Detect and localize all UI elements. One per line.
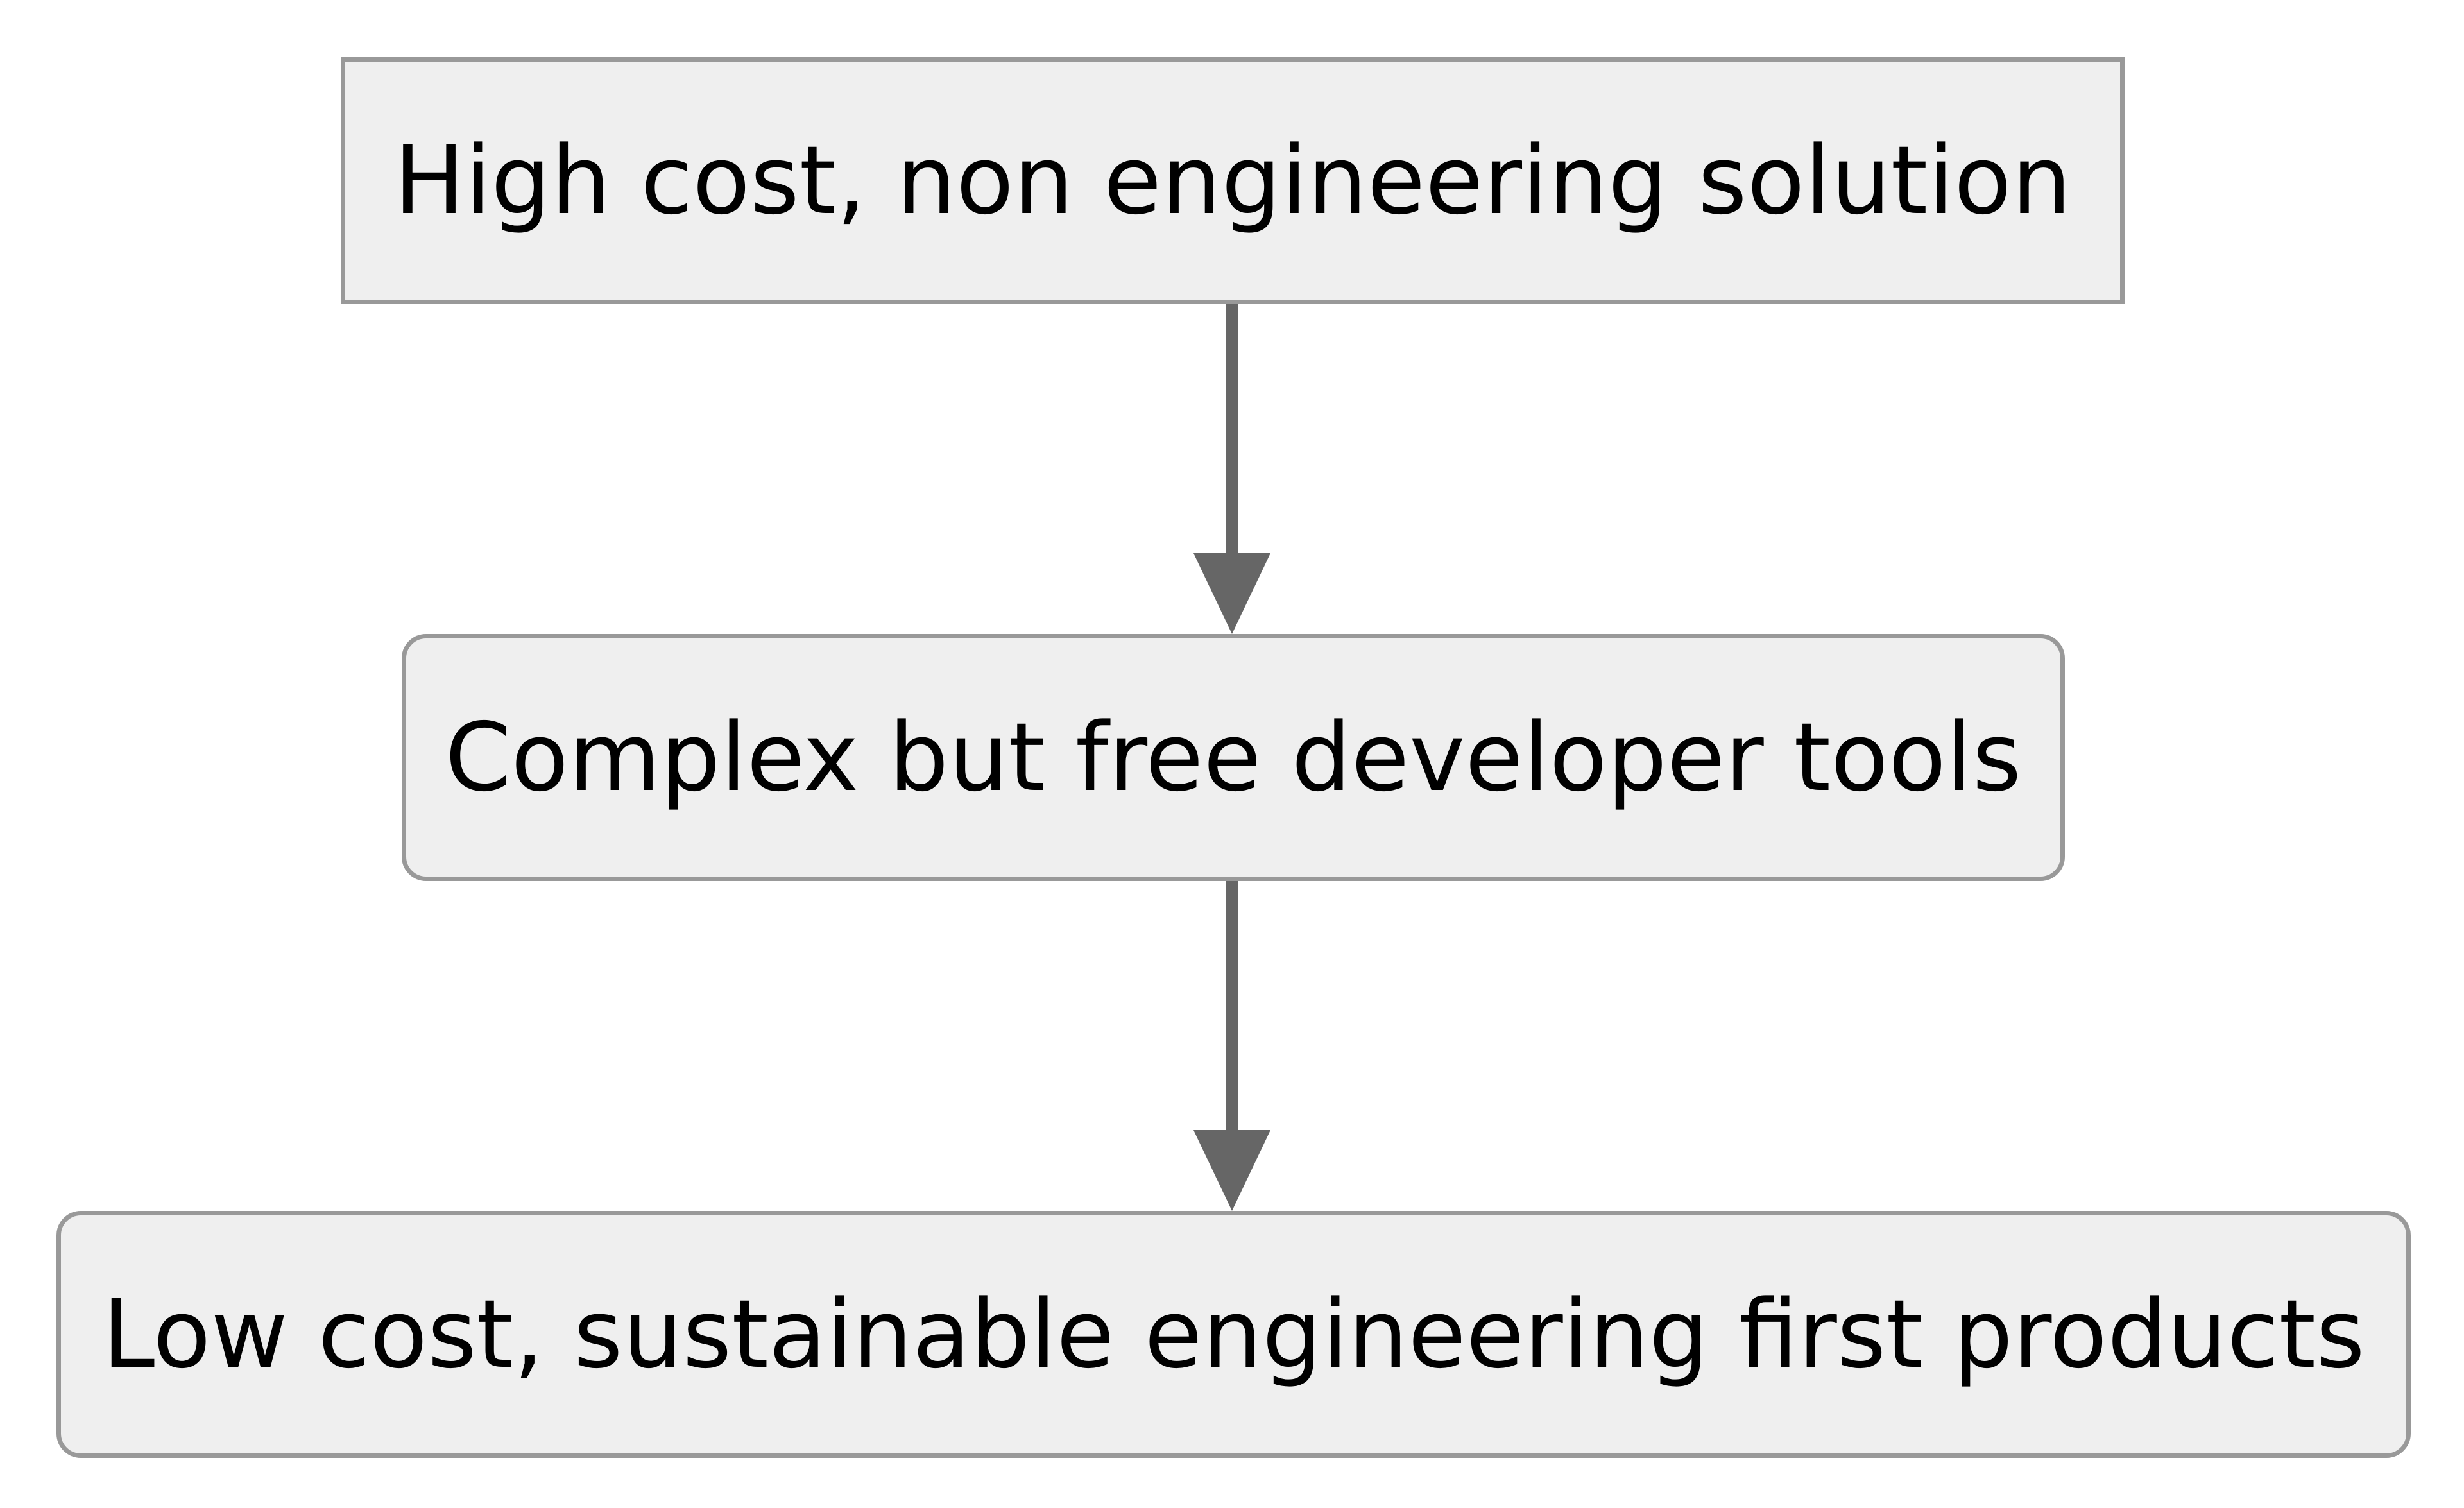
- flow-node-label: Complex but free developer tools: [445, 703, 2022, 812]
- edge-2-to-3-arrowhead: [1194, 1130, 1270, 1211]
- flow-node-high-cost: High cost, non engineering solution: [341, 57, 2125, 304]
- flow-node-label: Low cost, sustainable engineering first …: [102, 1280, 2365, 1389]
- flow-node-developer-tools: Complex but free developer tools: [402, 634, 2065, 881]
- flow-node-low-cost: Low cost, sustainable engineering first …: [56, 1211, 2411, 1458]
- flow-node-label: High cost, non engineering solution: [393, 126, 2072, 236]
- edge-1-to-2-arrowhead: [1194, 553, 1270, 634]
